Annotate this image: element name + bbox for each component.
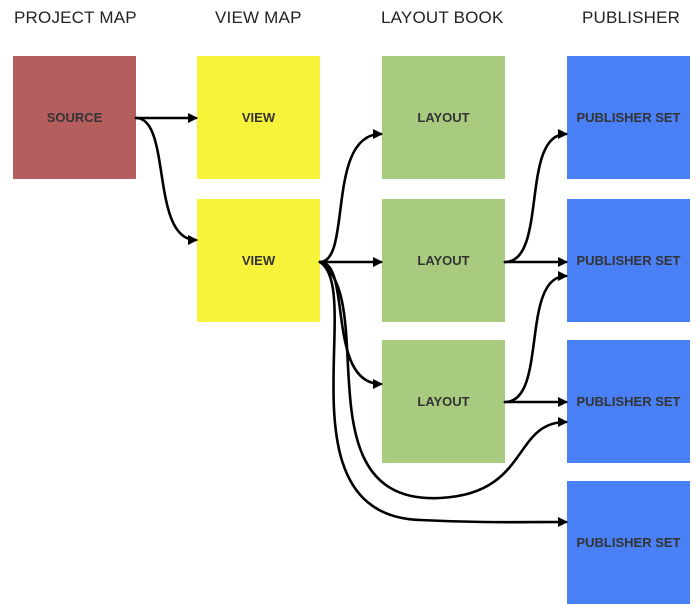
arrow-view-2-to-layout-3 [318, 260, 383, 389]
view-label-1: VIEW [241, 110, 276, 125]
view-label-2: VIEW [241, 253, 276, 268]
publisher-set-label-1: PUBLISHER SET [576, 110, 681, 125]
header-publisher: PUBLISHER [582, 8, 681, 27]
header-project-map: PROJECT MAP [14, 8, 137, 27]
arrow-layout-3-to-publisher-set-2 [503, 271, 568, 404]
layout-label-1: LAYOUT [417, 110, 470, 125]
source-label: SOURCE [46, 110, 103, 125]
publisher-set-label-2: PUBLISHER SET [576, 253, 681, 268]
publisher-set-node-2[interactable]: PUBLISHER SET [567, 199, 690, 322]
layout-node-2[interactable]: LAYOUT [382, 199, 505, 322]
layout-label-3: LAYOUT [417, 394, 470, 409]
source-node[interactable]: SOURCE [13, 56, 136, 179]
view-node-1[interactable]: VIEW [197, 56, 320, 179]
arrow-view-2-to-layout-1 [318, 129, 383, 264]
layout-node-3[interactable]: LAYOUT [382, 340, 505, 463]
header-layout-book: LAYOUT BOOK [381, 8, 504, 27]
layout-node-1[interactable]: LAYOUT [382, 56, 505, 179]
header-view-map: VIEW MAP [215, 8, 302, 27]
arrow-source-to-view-2 [134, 116, 198, 245]
publisher-set-node-4[interactable]: PUBLISHER SET [567, 481, 690, 604]
publisher-set-label-3: PUBLISHER SET [576, 394, 681, 409]
arrow-layout-2-to-publisher-set-1 [503, 129, 568, 264]
publisher-set-node-3[interactable]: PUBLISHER SET [567, 340, 690, 463]
publisher-set-label-4: PUBLISHER SET [576, 535, 681, 550]
layout-label-2: LAYOUT [417, 253, 470, 268]
publisher-set-node-1[interactable]: PUBLISHER SET [567, 56, 690, 179]
view-node-2[interactable]: VIEW [197, 199, 320, 322]
